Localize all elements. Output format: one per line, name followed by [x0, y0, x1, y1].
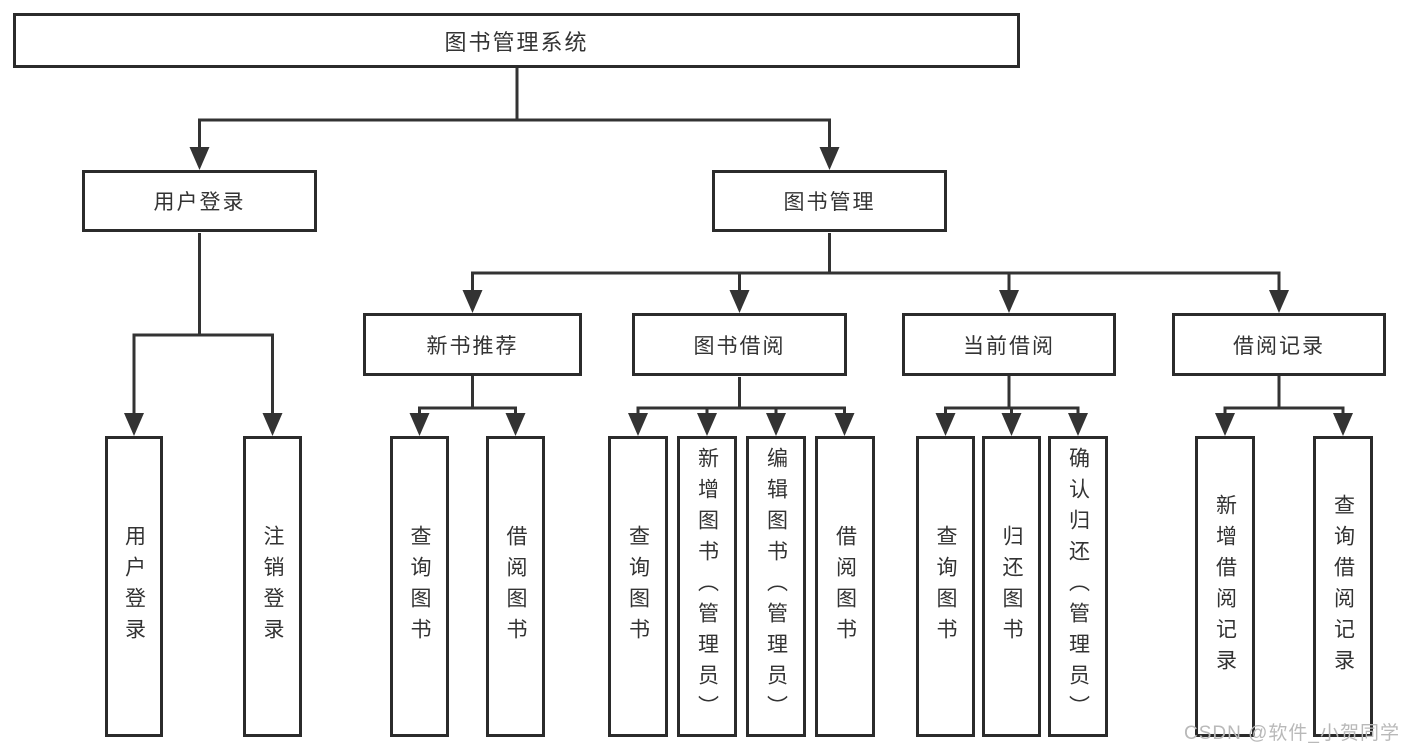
leaf-query-books-2: 查询图书 [608, 436, 668, 737]
node-book-borrow: 图书借阅 [632, 313, 847, 376]
leaf-label: 归还图书 [1000, 524, 1023, 649]
leaf-label: 查询借阅记录 [1331, 493, 1355, 680]
node-new-book-recommend: 新书推荐 [363, 313, 582, 376]
node-label: 图书借阅 [693, 334, 786, 358]
leaf-label: 新增借阅记录 [1213, 493, 1237, 680]
leaf-add-borrow-record: 新增借阅记录 [1195, 436, 1255, 737]
leaf-edit-book-admin: 编辑图书（管理员） [746, 436, 806, 737]
leaf-return-book: 归还图书 [982, 436, 1041, 737]
node-user-login: 用户登录 [82, 170, 317, 232]
leaf-query-borrow-record: 查询借阅记录 [1313, 436, 1373, 737]
leaf-query-books-3: 查询图书 [916, 436, 975, 737]
node-label: 借阅记录 [1233, 334, 1325, 358]
leaf-confirm-return-admin: 确认归还（管理员） [1048, 436, 1108, 737]
leaf-label: 查询图书 [408, 524, 431, 649]
leaf-label: 借阅图书 [504, 524, 527, 649]
csdn-watermark: CSDN @软件_小贺同学 [1184, 723, 1400, 744]
leaf-label: 新增图书（管理员） [695, 447, 719, 726]
leaf-label: 查询图书 [934, 524, 957, 649]
node-label: 图书管理 [783, 191, 876, 214]
leaf-borrow-books-1: 借阅图书 [486, 436, 545, 737]
leaf-query-books-1: 查询图书 [390, 436, 449, 737]
node-book-management: 图书管理 [712, 170, 947, 232]
leaf-user-login: 用户登录 [105, 436, 163, 737]
leaf-borrow-books-2: 借阅图书 [815, 436, 875, 737]
leaf-add-book-admin: 新增图书（管理员） [677, 436, 737, 737]
leaf-label: 确认归还（管理员） [1066, 447, 1090, 726]
leaf-label: 注销登录 [261, 524, 284, 649]
node-root-library-system: 图书管理系统 [13, 13, 1020, 68]
node-borrow-records: 借阅记录 [1172, 313, 1386, 376]
node-label: 新书推荐 [426, 334, 519, 358]
leaf-label: 编辑图书（管理员） [764, 447, 788, 726]
node-label: 用户登录 [153, 191, 246, 214]
node-current-borrow: 当前借阅 [902, 313, 1116, 376]
node-label: 图书管理系统 [444, 29, 589, 55]
leaf-label: 借阅图书 [833, 524, 857, 649]
leaf-logout: 注销登录 [243, 436, 302, 737]
leaf-label: 查询图书 [626, 524, 650, 649]
node-label: 当前借阅 [963, 334, 1055, 358]
leaf-label: 用户登录 [122, 524, 146, 649]
